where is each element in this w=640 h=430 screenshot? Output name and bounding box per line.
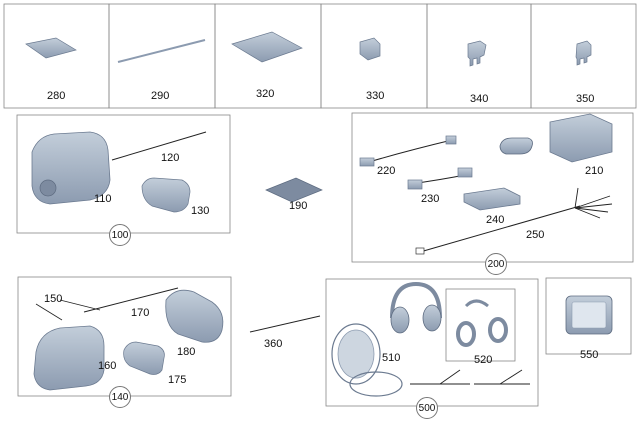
part-label-520: 520 bbox=[474, 354, 493, 366]
part-label-240: 240 bbox=[486, 214, 505, 226]
part-label-290: 290 bbox=[151, 90, 170, 102]
cable-360-icon bbox=[249, 315, 321, 333]
group-badge-200: 200 bbox=[485, 253, 507, 275]
connector-250-icon bbox=[415, 247, 425, 255]
wire-ends-250-icon bbox=[574, 187, 613, 219]
camera-110-lens-icon bbox=[39, 179, 57, 197]
connector-220b-icon bbox=[445, 135, 457, 145]
part-label-510: 510 bbox=[382, 352, 401, 364]
part-label-150: 150 bbox=[44, 293, 63, 305]
group-badge-500: 500 bbox=[416, 397, 438, 419]
part-label-250: 250 bbox=[526, 229, 545, 241]
ear-cup-left-icon bbox=[390, 306, 410, 334]
part-label-120: 120 bbox=[161, 152, 180, 164]
pad-175-icon bbox=[123, 341, 165, 375]
part-label-360: 360 bbox=[264, 338, 283, 350]
part-label-320: 320 bbox=[256, 88, 275, 100]
case-510-inner-icon bbox=[337, 329, 375, 379]
headphones-icon bbox=[390, 281, 442, 319]
part-label-280: 280 bbox=[47, 90, 66, 102]
cable-250-icon bbox=[419, 205, 581, 253]
group-badge-140: 140 bbox=[109, 386, 131, 408]
part-label-180: 180 bbox=[177, 346, 196, 358]
module-210-icon bbox=[549, 113, 613, 163]
cable-170-icon bbox=[83, 287, 179, 313]
leader-150 bbox=[35, 299, 101, 321]
ear-cup-right-icon bbox=[422, 304, 442, 332]
pad-130-icon bbox=[141, 177, 191, 213]
connector-220a-icon bbox=[359, 157, 375, 167]
cable-290-icon bbox=[117, 39, 206, 63]
fuse-340-icon bbox=[467, 40, 487, 67]
connector-230a-icon bbox=[407, 179, 423, 190]
camera-180-icon bbox=[165, 289, 224, 343]
part-label-130: 130 bbox=[191, 205, 210, 217]
part-label-160: 160 bbox=[98, 360, 117, 372]
part-label-330: 330 bbox=[366, 90, 385, 102]
part-label-210: 210 bbox=[585, 165, 604, 177]
ring-520a-icon bbox=[456, 321, 476, 347]
connector-230b-icon bbox=[457, 167, 473, 178]
pad-280-icon bbox=[25, 37, 77, 59]
card-190-icon bbox=[265, 177, 323, 203]
part-label-170: 170 bbox=[131, 307, 150, 319]
top-row-frames bbox=[3, 3, 637, 109]
group-badge-100: 100 bbox=[109, 224, 131, 246]
cable-220-icon bbox=[361, 139, 453, 165]
group-550-frame bbox=[545, 277, 632, 355]
clip-330-icon bbox=[359, 37, 381, 61]
part-label-230: 230 bbox=[421, 193, 440, 205]
band-520-icon bbox=[464, 299, 489, 308]
part-label-340: 340 bbox=[470, 93, 489, 105]
group-520-frame bbox=[445, 288, 516, 362]
pad-320-icon bbox=[231, 31, 303, 63]
camera-160-icon bbox=[33, 325, 105, 391]
part-label-550: 550 bbox=[580, 349, 599, 361]
screen-550-display-icon bbox=[571, 301, 607, 329]
case-510-icon bbox=[331, 323, 381, 385]
part-label-220: 220 bbox=[377, 165, 396, 177]
part-label-190: 190 bbox=[289, 200, 308, 212]
cable-120-icon bbox=[111, 131, 207, 161]
key-icon bbox=[499, 137, 533, 155]
part-label-350: 350 bbox=[576, 93, 595, 105]
fuse-350-icon bbox=[575, 40, 592, 66]
module-240-icon bbox=[463, 187, 521, 211]
part-label-175: 175 bbox=[168, 374, 187, 386]
cables-500-icon bbox=[410, 369, 530, 385]
ring-520b-icon bbox=[488, 317, 508, 343]
case-510-bottom-icon bbox=[349, 371, 403, 397]
part-label-110: 110 bbox=[94, 193, 112, 205]
